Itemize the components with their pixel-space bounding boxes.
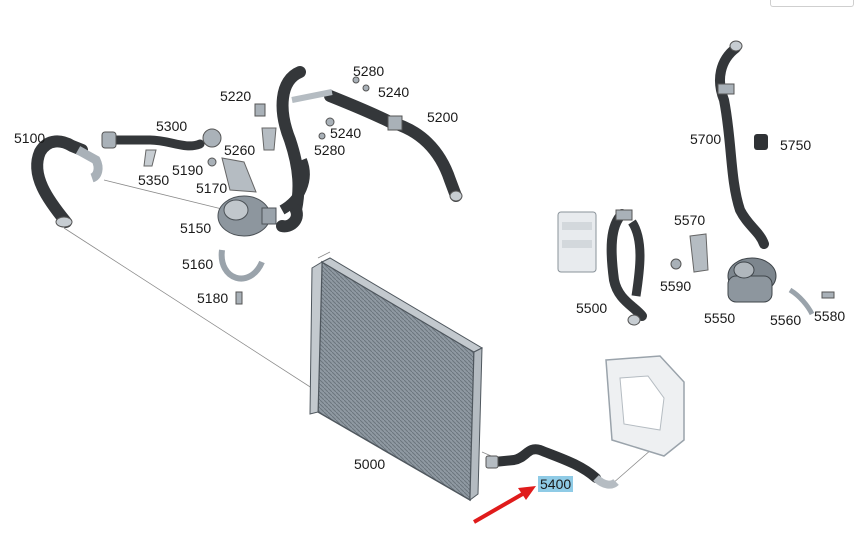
label-5280-top[interactable]: 5280	[353, 63, 385, 79]
label-5000[interactable]: 5000	[354, 456, 386, 472]
label-5400[interactable]: 5400	[538, 476, 574, 492]
grommet-5750[interactable]	[754, 134, 768, 150]
label-5100[interactable]: 5100	[14, 130, 46, 146]
label-5240-top[interactable]: 5240	[378, 84, 410, 100]
bolt-5180[interactable]	[235, 291, 243, 305]
hose-5700[interactable]	[715, 40, 769, 249]
clamp-5160[interactable]	[218, 249, 265, 282]
label-5570[interactable]: 5570	[674, 212, 706, 228]
label-5260[interactable]: 5260	[224, 142, 256, 158]
clip-5350[interactable]	[143, 149, 157, 167]
bracket-5260[interactable]	[261, 127, 277, 151]
shroud-frame[interactable]	[605, 355, 685, 457]
label-5750[interactable]: 5750	[780, 137, 812, 153]
pump-5550[interactable]	[727, 257, 777, 303]
top-right-control[interactable]	[770, 0, 854, 7]
label-5150[interactable]: 5150	[180, 220, 212, 236]
bolts-top[interactable]	[207, 76, 370, 167]
hose-5500[interactable]	[606, 209, 647, 326]
label-5550[interactable]: 5550	[704, 310, 736, 326]
hose-5400[interactable]	[485, 444, 619, 489]
radiator-5000[interactable]	[309, 257, 484, 502]
label-5190[interactable]: 5190	[172, 162, 204, 178]
label-5200[interactable]: 5200	[427, 109, 459, 125]
label-5280-mid[interactable]: 5280	[314, 142, 346, 158]
label-5240-mid[interactable]: 5240	[330, 125, 362, 141]
label-5580[interactable]: 5580	[814, 308, 846, 324]
hose-5200[interactable]	[276, 66, 463, 233]
pointer-arrow	[473, 486, 536, 524]
clip-5590[interactable]	[670, 258, 682, 270]
label-5160[interactable]: 5160	[182, 256, 214, 272]
pump-5150[interactable]	[217, 195, 277, 237]
label-5300[interactable]: 5300	[156, 118, 188, 134]
hose-5100[interactable]	[31, 135, 103, 228]
label-5500[interactable]: 5500	[576, 300, 608, 316]
label-5590[interactable]: 5590	[660, 278, 692, 294]
hose-5300[interactable]	[101, 128, 222, 151]
label-5700[interactable]: 5700	[690, 131, 722, 147]
label-5220[interactable]: 5220	[220, 88, 252, 104]
label-5170[interactable]: 5170	[196, 180, 228, 196]
label-5350[interactable]: 5350	[138, 172, 170, 188]
module-box[interactable]	[557, 211, 597, 273]
label-5560[interactable]: 5560	[770, 312, 802, 328]
label-5180[interactable]: 5180	[197, 290, 229, 306]
bolt-5580[interactable]	[821, 291, 835, 299]
bracket-5570[interactable]	[689, 233, 709, 273]
clamp-5560[interactable]	[788, 287, 815, 316]
bracket-5170[interactable]	[221, 157, 257, 193]
